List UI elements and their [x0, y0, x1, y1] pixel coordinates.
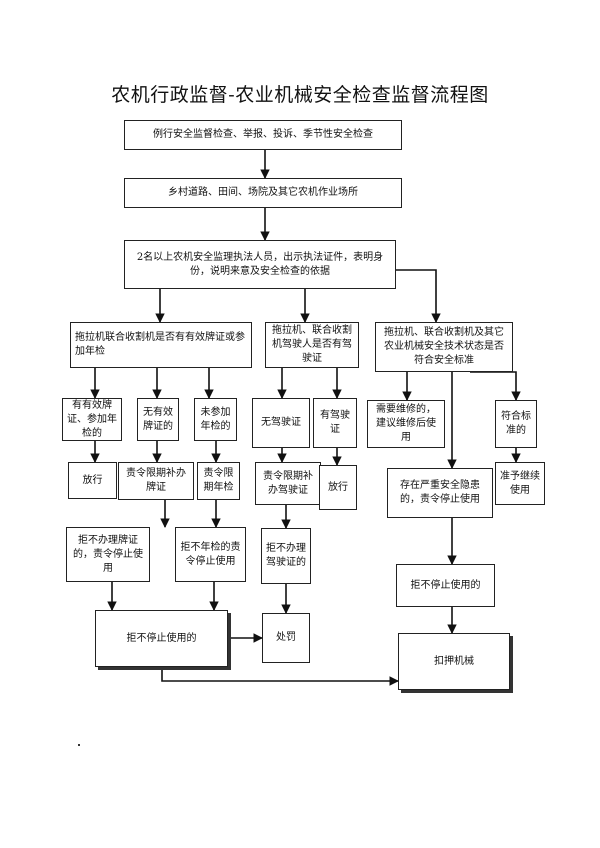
node-check-license: 拖拉机、联合收割机驾驶人是否有驾驶证 [265, 322, 359, 368]
node-release-2: 放行 [319, 465, 357, 510]
arrow-n6-n13 [470, 371, 521, 401]
node-release-1: 放行 [68, 462, 117, 499]
node-penalty: 处罚 [262, 613, 310, 663]
node-refuse-stop-left: 拒不停止使用的 [95, 610, 228, 667]
node-officers-identify: 2名以上农机安全监理执法人员，出示执法证件，表明身份，说明来意及安全检查的依据 [124, 240, 396, 289]
node-order-license: 责令限期补办驾驶证 [255, 462, 321, 505]
node-no-plates: 无有效牌证的 [137, 398, 179, 441]
node-check-plates: 拖拉机联合收割机是否有有效牌证或参加年检 [70, 322, 252, 368]
node-valid-plates: 有有效牌证、参加年检的 [62, 398, 122, 441]
node-order-annual-check: 责令限期年检 [197, 462, 240, 500]
node-refuse-license: 拒不办理驾驶证的 [261, 528, 311, 584]
node-meets-standard: 符合标准的 [495, 400, 537, 448]
node-refuse-stop-right: 拒不停止使用的 [396, 564, 495, 607]
node-serious-hazard: 存在严重安全隐患的，责令停止使用 [387, 468, 493, 518]
node-has-driver-license: 有驾驶证 [313, 398, 357, 448]
node-check-safety: 拖拉机、联合收割机及其它农业机械安全技术状态是否符合安全标准 [375, 322, 513, 372]
node-inspection-location: 乡村道路、田间、场院及其它农机作业场所 [124, 178, 402, 208]
page-title: 农机行政监督-农业机械安全检查监督流程图 [111, 84, 489, 106]
arrow-n25-n27 [161, 667, 399, 686]
arrow-n3-n6 [395, 269, 441, 323]
node-seize-machine: 扣押机械 [398, 633, 510, 690]
node-no-driver-license: 无驾驶证 [252, 398, 310, 448]
node-inspection-trigger: 例行安全监督检查、举报、投诉、季节性安全检查 [124, 120, 402, 150]
node-refuse-plates: 拒不办理牌证的，责令停止使用 [66, 527, 150, 582]
node-no-annual-check: 未参加年检的 [194, 398, 237, 441]
node-allow-use: 准予继续使用 [495, 462, 545, 505]
node-refuse-annual-check: 拒不年检的责令停止使用 [175, 527, 246, 582]
node-needs-repair: 需要维修的，建议维修后使用 [367, 400, 445, 448]
scan-mark [78, 744, 80, 746]
node-order-plates: 责令限期补办牌证 [118, 462, 194, 500]
